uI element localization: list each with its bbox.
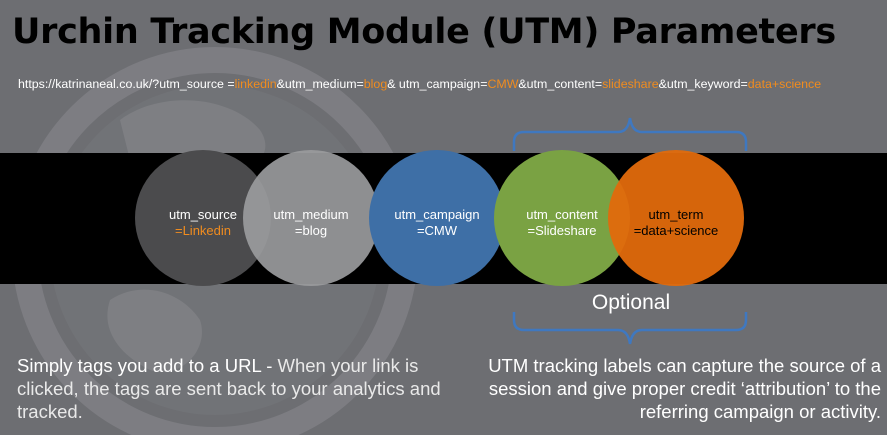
circle-utm-campaign bbox=[369, 150, 505, 286]
param-value: =Slideshare bbox=[527, 223, 597, 238]
url-param: &utm_keyword= bbox=[658, 77, 748, 91]
param-name: utm_term bbox=[648, 207, 704, 222]
description-left-rest: When your link is clicked, the tags are … bbox=[17, 355, 441, 422]
url-value: slideshare bbox=[602, 77, 659, 91]
param-value: =CMW bbox=[416, 223, 458, 238]
url-value: linkedin bbox=[234, 77, 277, 91]
param-value: =Linkedin bbox=[174, 223, 232, 238]
description-right-part3: of a session and give proper credit ‘att… bbox=[488, 355, 881, 422]
description-right-highlight: capture the source bbox=[691, 355, 845, 376]
circle-utm-source bbox=[135, 150, 271, 286]
optional-brace-top bbox=[512, 117, 748, 151]
example-url: https://katrinaneal.co.uk/?utm_source =l… bbox=[18, 77, 821, 91]
url-param: &utm_content= bbox=[518, 77, 603, 91]
url-value: blog bbox=[363, 77, 388, 91]
optional-label: Optional bbox=[591, 291, 671, 314]
description-right: UTM tracking labels can capture the sour… bbox=[451, 354, 881, 423]
description-left: Simply tags you add to a URL - When your… bbox=[17, 354, 447, 423]
circle-utm-medium bbox=[243, 150, 379, 286]
url-param: &utm_medium= bbox=[276, 77, 364, 91]
param-value: =data+science bbox=[633, 223, 719, 238]
param-name: utm_content bbox=[526, 207, 598, 222]
label-utm-medium: utm_medium=blog bbox=[251, 207, 371, 239]
circle-utm-content bbox=[494, 150, 630, 286]
url-value: CMW bbox=[487, 77, 519, 91]
label-utm-source: utm_source=Linkedin bbox=[143, 207, 263, 239]
label-utm-content: utm_content=Slideshare bbox=[502, 207, 622, 239]
page-title: Urchin Tracking Module (UTM) Parameters bbox=[12, 12, 836, 52]
url-param: https://katrinaneal.co.uk/?utm_source = bbox=[18, 77, 235, 91]
param-name: utm_campaign bbox=[394, 207, 480, 222]
param-value: =blog bbox=[294, 223, 328, 238]
description-right-part1: UTM tracking labels can bbox=[488, 355, 692, 376]
description-left-highlight: Simply tags you add to a URL - bbox=[17, 355, 278, 376]
label-utm-term: utm_term=data+science bbox=[616, 207, 736, 239]
label-utm-campaign: utm_campaign=CMW bbox=[377, 207, 497, 239]
optional-brace-bottom bbox=[512, 312, 748, 345]
url-param: & utm_campaign= bbox=[387, 77, 488, 91]
param-name: utm_medium bbox=[273, 207, 349, 222]
url-value: data+science bbox=[747, 77, 822, 91]
param-name: utm_source bbox=[169, 207, 237, 222]
circle-utm-term bbox=[608, 150, 744, 286]
